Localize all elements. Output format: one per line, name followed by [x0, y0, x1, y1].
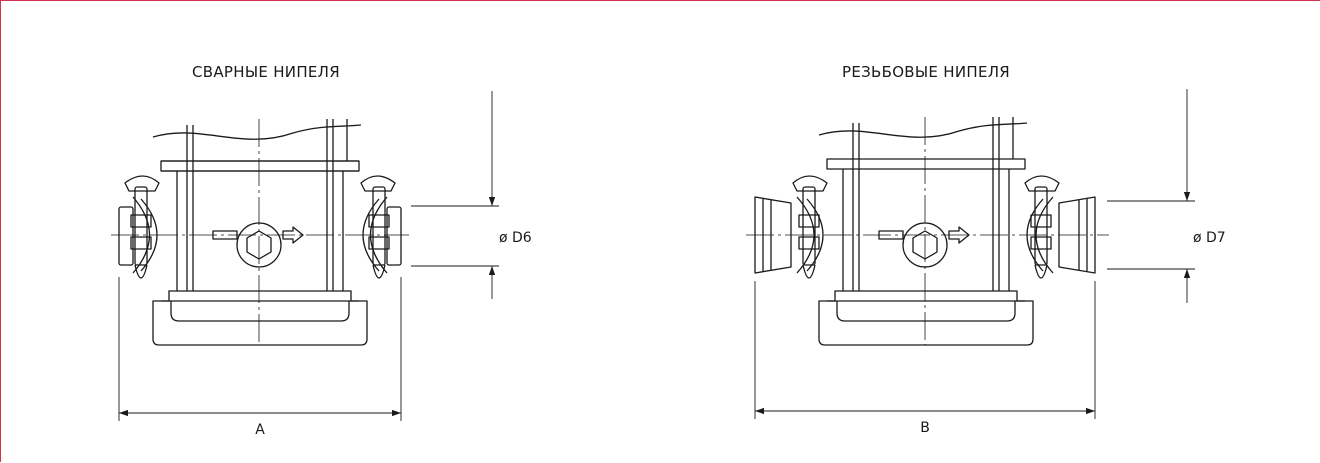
dimension-b-label: B — [920, 420, 930, 436]
dimension-d7-label: ø D7 — [1193, 230, 1226, 246]
drain-plug — [902, 222, 948, 268]
pump-body — [818, 117, 1034, 346]
flow-tail — [212, 230, 238, 240]
flow-tail — [878, 230, 904, 240]
welded-nipple-right — [360, 175, 402, 279]
flow-arrow-icon — [282, 226, 304, 244]
dimension-a — [118, 277, 402, 421]
dimension-d7 — [1107, 89, 1195, 303]
dimension-b — [754, 281, 1096, 419]
threaded-view: РЕЗЬБОВЫЕ НИПЕЛЯ — [746, 63, 1226, 436]
threaded-nipple-right — [1024, 175, 1096, 279]
drain-plug — [236, 222, 282, 268]
dimension-d6-label: ø D6 — [499, 230, 532, 246]
threaded-view-title: РЕЗЬБОВЫЕ НИПЕЛЯ — [842, 63, 1010, 81]
welded-view: СВАРНЫЕ НИПЕЛЯ — [111, 63, 532, 438]
threaded-nipple-left — [754, 175, 828, 279]
dimension-d6 — [411, 91, 499, 299]
flow-arrow-icon — [948, 226, 970, 244]
welded-view-title: СВАРНЫЕ НИПЕЛЯ — [192, 63, 340, 81]
welded-nipple-left — [118, 175, 160, 279]
dimension-a-label: A — [255, 422, 265, 438]
pump-body — [152, 119, 368, 346]
